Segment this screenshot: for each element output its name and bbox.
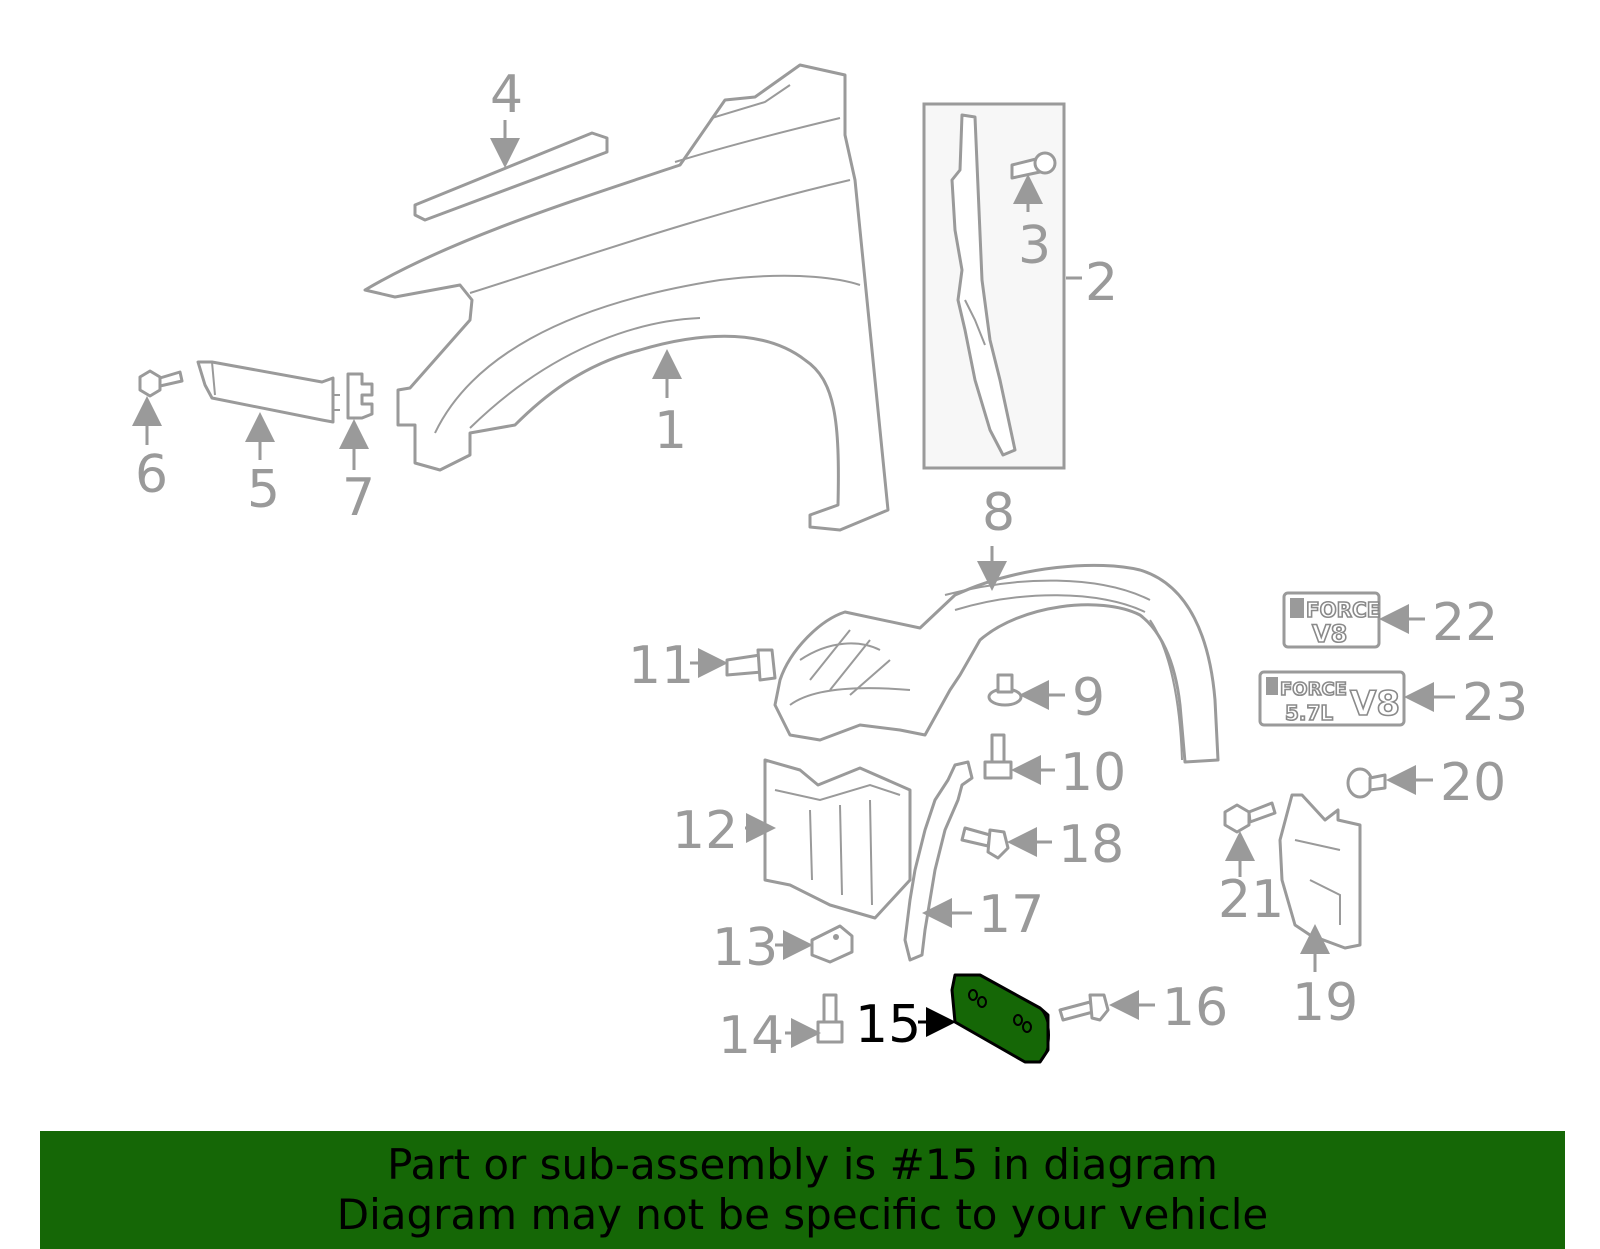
part-1-fender <box>363 63 890 532</box>
part-20-rivet <box>1346 765 1433 799</box>
callout-16: 16 <box>1162 978 1228 1038</box>
callout-4: 4 <box>490 65 523 125</box>
callout-7: 7 <box>342 468 375 528</box>
callout-3: 3 <box>1018 216 1051 276</box>
badge-23-v8: V8 <box>1350 684 1400 724</box>
callout-23: 23 <box>1462 673 1528 733</box>
part-15-highlighted <box>918 973 1050 1064</box>
callout-6: 6 <box>135 445 168 505</box>
callout-11: 11 <box>628 636 694 696</box>
part-9-clip <box>987 673 1065 710</box>
part-2-seal <box>922 102 1082 470</box>
part-8-fender-liner <box>773 546 1220 764</box>
callout-5: 5 <box>247 460 280 520</box>
callout-14: 14 <box>718 1006 784 1066</box>
part-19-mudflap <box>1278 793 1362 972</box>
callout-13: 13 <box>712 918 778 978</box>
callout-10: 10 <box>1060 743 1126 803</box>
callout-12: 12 <box>672 801 738 861</box>
callout-2: 2 <box>1085 253 1118 313</box>
part-17-seal <box>903 760 974 962</box>
callout-8: 8 <box>982 483 1015 543</box>
callout-9: 9 <box>1072 668 1105 728</box>
badge-22-line1: FORCE <box>1306 598 1380 622</box>
callout-18: 18 <box>1058 815 1124 875</box>
callout-19: 19 <box>1292 973 1358 1033</box>
part-12-shield <box>745 758 912 920</box>
part-22-badge: FORCE V8 <box>1282 591 1425 649</box>
callout-20: 20 <box>1440 753 1506 813</box>
part-6-bolt <box>132 369 184 445</box>
badge-23-line2: 5.7L <box>1285 701 1333 725</box>
part-4-molding <box>413 120 609 222</box>
callout-21: 21 <box>1218 870 1284 930</box>
callout-15: 15 <box>855 995 921 1055</box>
part-3-clip <box>1010 151 1057 212</box>
badge-23-line1: FORCE <box>1280 679 1347 700</box>
banner-line-1: Part or sub-assembly is #15 in diagram <box>387 1140 1218 1189</box>
part-13-nut <box>775 924 854 964</box>
callout-17: 17 <box>978 885 1044 945</box>
part-10-bolt <box>983 733 1055 785</box>
callout-22: 22 <box>1432 593 1498 653</box>
badge-22-line2: V8 <box>1312 620 1347 648</box>
part-11-bolt <box>690 648 777 682</box>
part-21-bolt <box>1223 801 1277 877</box>
part-7-clip <box>339 372 374 470</box>
part-16-bolt <box>1058 990 1155 1022</box>
info-banner: Part or sub-assembly is #15 in diagram D… <box>40 1131 1565 1249</box>
banner-line-2: Diagram may not be specific to your vehi… <box>336 1190 1269 1239</box>
part-18-bolt <box>960 826 1052 860</box>
part-14-bolt <box>785 993 844 1048</box>
part-5-bracket <box>196 360 340 460</box>
callout-1: 1 <box>654 401 687 461</box>
part-23-badge: FORCE 5.7L V8 <box>1258 670 1455 727</box>
